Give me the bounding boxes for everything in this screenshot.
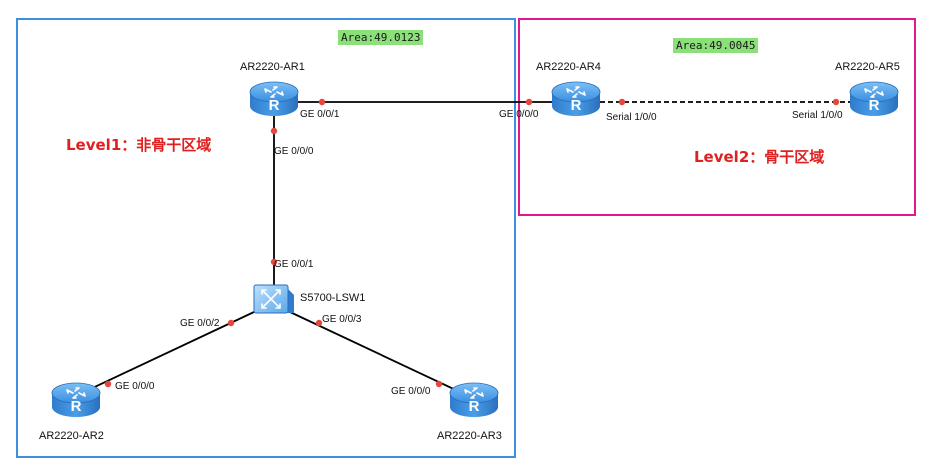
port-dot-sw-ge002	[227, 319, 235, 327]
port-dot-ar2-ge000	[104, 380, 112, 388]
router-icon-ar5	[849, 81, 899, 117]
switch-icon-lsw1	[253, 284, 295, 314]
port-dot-ar3-ge000	[435, 380, 443, 388]
port-label-sw-ge003: GE 0/0/3	[322, 314, 362, 325]
port-dot-ar5-serial	[832, 98, 840, 106]
port-label-ar4-ge000: GE 0/0/0	[499, 109, 539, 120]
level1-label: Level1：非骨干区域	[66, 136, 212, 154]
port-label-ar5-serial: Serial 1/0/0	[792, 110, 843, 121]
link-sw-ar3	[289, 311, 461, 393]
port-dots	[104, 98, 840, 388]
port-dot-sw-ge003	[315, 319, 323, 327]
port-dot-ar1-ge000	[270, 127, 278, 135]
port-label-sw-ge001: GE 0/0/1	[274, 259, 314, 270]
device-name-ar3: AR2220-AR3	[437, 430, 502, 442]
port-label-ar2-ge000: GE 0/0/0	[115, 381, 155, 392]
port-dot-ar4-ge000	[525, 98, 533, 106]
area-tag-left: Area:49.0123	[338, 30, 424, 45]
device-name-ar2: AR2220-AR2	[39, 430, 104, 442]
device-name-ar1: AR2220-AR1	[240, 61, 305, 73]
device-name-ar4: AR2220-AR4	[536, 61, 601, 73]
port-dot-ar4-serial	[618, 98, 626, 106]
area-49-0123-box	[16, 18, 516, 458]
port-label-ar4-serial: Serial 1/0/0	[606, 112, 657, 123]
router-icon-ar3	[449, 382, 499, 418]
device-name-ar5: AR2220-AR5	[835, 61, 900, 73]
router-icon-ar4	[551, 81, 601, 117]
device-name-lsw1: S5700-LSW1	[300, 292, 366, 304]
port-dot-sw-ge001	[270, 258, 278, 266]
port-dot-ar1-ge001	[318, 98, 326, 106]
link-sw-ar2	[83, 311, 255, 393]
level2-label: Level2：骨干区域	[694, 148, 825, 166]
port-label-ar1-ge001: GE 0/0/1	[300, 109, 340, 120]
router-icon-ar2	[51, 382, 101, 418]
router-icon-ar1	[249, 81, 299, 117]
area-49-0045-box	[518, 18, 916, 216]
port-label-ar1-ge000: GE 0/0/0	[274, 146, 314, 157]
area-tag-right: Area:49.0045	[673, 38, 759, 53]
port-label-ar3-ge000: GE 0/0/0	[391, 386, 431, 397]
port-label-sw-ge002: GE 0/0/2	[180, 318, 220, 329]
